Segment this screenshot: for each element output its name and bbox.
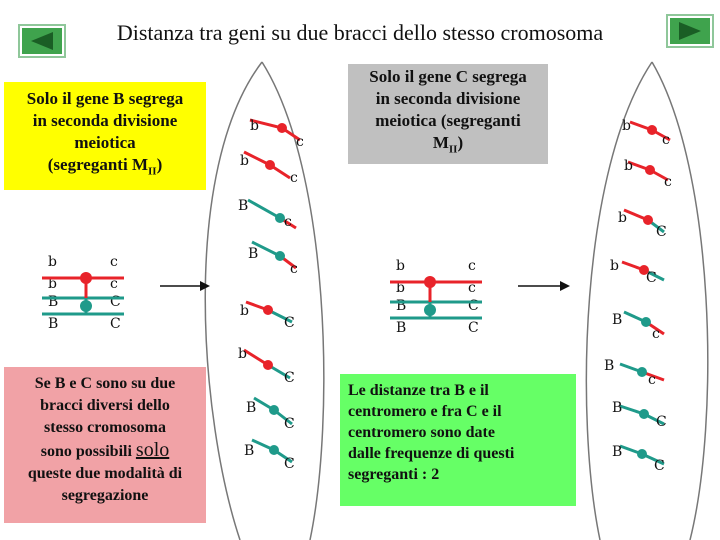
centromere	[424, 276, 436, 288]
centromere	[643, 215, 653, 225]
centromere	[80, 272, 92, 284]
centromere	[269, 445, 279, 455]
gene-label: b	[624, 158, 633, 174]
centromere	[275, 251, 285, 261]
gene-label: c	[662, 132, 670, 148]
arrow-right-icon	[160, 281, 210, 291]
gene-label: C	[284, 315, 295, 331]
gene-label: B	[612, 444, 622, 460]
gene-label: c	[290, 261, 298, 277]
centromere	[647, 125, 657, 135]
gene-label: c	[652, 326, 660, 342]
gene-label: C	[656, 224, 667, 240]
centromere	[265, 160, 275, 170]
centromere	[277, 123, 287, 133]
gene-label: B	[248, 246, 258, 262]
centromere	[263, 360, 273, 370]
arrow-right-icon	[518, 281, 570, 291]
centromere	[424, 304, 436, 316]
chromosome-arm	[248, 200, 280, 218]
gene-label: b	[618, 210, 627, 226]
gene-label: b	[48, 254, 57, 270]
centromere	[639, 409, 649, 419]
gene-label: B	[244, 443, 254, 459]
centromere	[80, 300, 92, 312]
gene-label: b	[250, 118, 259, 134]
gene-label: c	[284, 214, 292, 230]
gene-label: c	[296, 134, 304, 150]
centromere	[269, 405, 279, 415]
gene-label: B	[612, 312, 622, 328]
centromere	[637, 367, 647, 377]
centromere	[641, 317, 651, 327]
gene-label: B	[48, 316, 58, 332]
gene-label: b	[240, 303, 249, 319]
gene-label: B	[246, 400, 256, 416]
gene-label: C	[110, 294, 121, 310]
gene-label: c	[110, 254, 118, 270]
centromere	[263, 305, 273, 315]
gene-label: C	[284, 370, 295, 386]
gene-label: C	[284, 416, 295, 432]
gene-label: b	[238, 346, 247, 362]
gene-label: c	[664, 174, 672, 190]
gene-label: C	[646, 270, 657, 286]
gene-label: C	[656, 414, 667, 430]
gene-label: C	[110, 316, 121, 332]
gene-label: b	[240, 153, 249, 169]
gene-label: b	[610, 258, 619, 274]
gene-label: B	[238, 198, 248, 214]
gene-label: B	[396, 320, 406, 336]
gene-label: C	[654, 458, 665, 474]
gene-label: C	[284, 456, 295, 472]
gene-label: B	[396, 298, 406, 314]
gene-label: b	[622, 118, 631, 134]
gene-label: C	[468, 320, 479, 336]
gene-label: c	[468, 258, 476, 274]
gene-label: B	[612, 400, 622, 416]
gene-label: c	[648, 372, 656, 388]
gene-label: b	[396, 258, 405, 274]
gene-label: C	[468, 298, 479, 314]
gene-label: B	[48, 294, 58, 310]
gene-label: B	[604, 358, 614, 374]
gene-label: c	[290, 170, 298, 186]
ascus-outline-right	[586, 62, 652, 540]
centromere	[645, 165, 655, 175]
centromere	[637, 449, 647, 459]
